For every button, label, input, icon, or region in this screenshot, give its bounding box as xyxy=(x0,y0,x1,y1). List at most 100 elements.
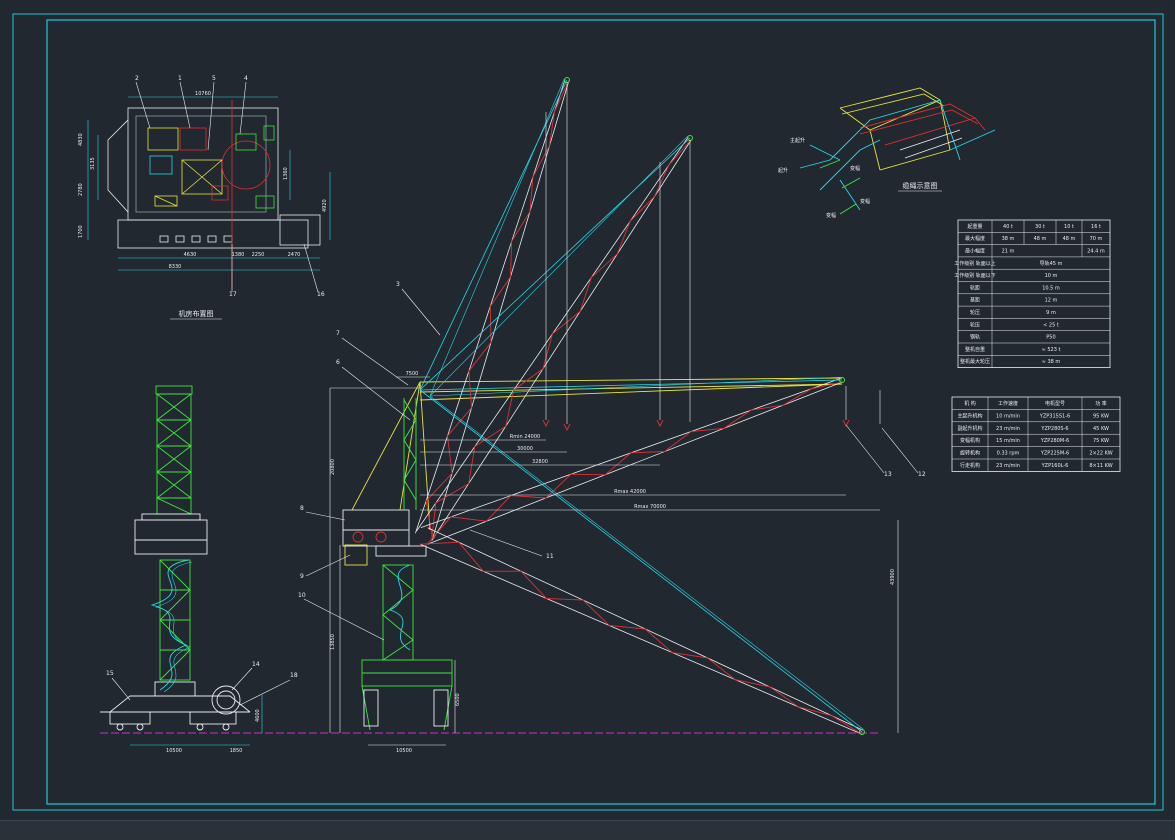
mech-table-cell: 功 率 xyxy=(1095,400,1107,407)
spec-table-cell: 导轨45 m xyxy=(1040,260,1063,267)
front-dim-height-right: 43900 xyxy=(890,569,896,585)
status-bar xyxy=(0,820,1175,840)
spec-table-cell: 最小幅度 xyxy=(965,248,985,255)
mech-table-cell: 10 m/min xyxy=(996,413,1020,419)
plan-dim-left-4: 1700 xyxy=(78,225,84,238)
mech-table-cell: 变幅机构 xyxy=(960,437,980,444)
spec-table-cell: 轮压 xyxy=(970,321,980,328)
callout-2: 2 xyxy=(135,75,139,82)
side-dim-gauge: 10500 xyxy=(166,748,182,754)
spec-table-cell: 最大幅度 xyxy=(965,235,985,242)
mech-table-cell: 15 m/min xyxy=(996,438,1020,444)
spec-table-cell: 轨距 xyxy=(970,284,980,291)
callout-11: 11 xyxy=(546,553,554,560)
mech-table-cell: 0.33 rpm xyxy=(997,451,1020,457)
spec-table-cell: 10 m xyxy=(1045,273,1058,279)
spec-table-cell: 30 t xyxy=(1035,224,1045,230)
machine-room-plan xyxy=(87,81,331,293)
spec-table-cell: 基距 xyxy=(970,297,980,304)
spec-table-cell: 48 m xyxy=(1063,236,1076,242)
mech-table-cell: 8×11 KW xyxy=(1089,463,1112,469)
plan-dim-right-2: 1360 xyxy=(283,167,289,180)
mech-table-cell: 75 KW xyxy=(1093,438,1109,444)
spec-table-cell: 21 m xyxy=(1002,249,1015,255)
callout-7: 7 xyxy=(336,330,340,337)
mech-table-cell: YZP280S-6 xyxy=(1040,426,1068,432)
plan-dim-left-1: 4830 xyxy=(78,133,84,146)
spec-table-cell: 工作级别 轨面以下 xyxy=(954,272,996,279)
callout-4: 4 xyxy=(244,75,248,82)
front-dim-gauge: 10500 xyxy=(396,748,412,754)
plan-dim-left-2: 3135 xyxy=(90,157,96,170)
front-dim-r-mid1: 30000 xyxy=(517,446,533,452)
mech-table-cell: 2×22 KW xyxy=(1089,451,1112,457)
mech-table-cell: YZP315S1-6 xyxy=(1039,413,1070,419)
front-elevation xyxy=(329,77,899,746)
spec-table-cell: 48 m xyxy=(1034,236,1047,242)
spec-table-cell: 40 t xyxy=(1003,224,1013,230)
front-dim-rmax: Rmax 70000 xyxy=(634,504,666,510)
spec-table: 起重量 40 t 30 t 10 t 16 t 最大幅度 38 m 48 m 48 m 70 m 最… xyxy=(954,219,1111,369)
callout-16: 16 xyxy=(317,291,325,298)
plan-dim-bottom-mid: 1380 xyxy=(232,252,245,258)
callout-10: 10 xyxy=(298,592,306,599)
callout-3: 3 xyxy=(396,281,400,288)
front-dim-leg: 6500 xyxy=(455,693,461,706)
side-dim-offset: 1850 xyxy=(230,748,243,754)
callout-1: 1 xyxy=(178,75,182,82)
boom-2 xyxy=(416,135,693,542)
callout-15: 15 xyxy=(106,670,114,677)
spec-table-cell: 10.5 m xyxy=(1042,285,1060,291)
spec-table-cell: 38 m xyxy=(1002,236,1015,242)
callout-13: 13 xyxy=(884,471,892,478)
mech-table-cell: YZP160L-6 xyxy=(1041,463,1069,469)
plan-dim-bottom-left: 4630 xyxy=(184,252,197,258)
side-dim-height: 4600 xyxy=(255,709,261,722)
inner-frame xyxy=(46,19,1156,805)
mech-table-cell: 主起升机构 xyxy=(957,412,982,419)
mech-table-cell: 行走机构 xyxy=(960,462,980,469)
rigging-label-hoist: 起升 xyxy=(778,167,788,174)
front-dim-r-mid2: 32800 xyxy=(532,459,548,465)
rigging-label-luffing-1: 变幅 xyxy=(826,212,836,219)
mech-table-cell: 23 m/min xyxy=(996,426,1020,432)
machine-room-title: 机房布置图 xyxy=(179,309,214,318)
mech-table-cell: 45 KW xyxy=(1093,426,1109,432)
mech-table-cell: 副起升机构 xyxy=(957,425,982,432)
callout-9: 9 xyxy=(300,573,304,580)
spec-table-cell: 起重量 xyxy=(967,223,982,230)
spec-table-cell: 70 m xyxy=(1090,236,1103,242)
rigging-label-main-hoist: 主起升 xyxy=(790,137,805,144)
front-dim-rmin: Rmin 24000 xyxy=(510,434,540,440)
mech-table-cell: 工作速度 xyxy=(998,400,1018,407)
rigging-schematic xyxy=(799,87,996,215)
crane-drawing-canvas[interactable]: 10760 8330 4630 1380 2250 2470 4830 3135… xyxy=(0,0,1175,820)
front-dim-height-lower: 13850 xyxy=(330,634,336,650)
front-dim-top: 7500 xyxy=(406,371,419,377)
spec-table-cell: 12 m xyxy=(1045,298,1058,304)
spec-table-cell: 9 m xyxy=(1046,310,1056,316)
mech-table-cell: 机 构 xyxy=(964,400,976,407)
spec-table-cell: 工作级别 轨面以上 xyxy=(954,260,996,267)
spec-table-cell: 24.4 m xyxy=(1087,249,1105,255)
front-dim-r-mid3: Rmax 42000 xyxy=(614,489,646,495)
mech-table-cell: 95 KW xyxy=(1093,413,1109,419)
plan-dim-left-3: 2780 xyxy=(78,183,84,196)
spec-table-cell: 钢轨 xyxy=(970,334,980,341)
plan-dim-top: 10760 xyxy=(195,91,211,97)
side-elevation xyxy=(100,385,880,746)
rigging-label-luffing-3: 变幅 xyxy=(850,165,860,172)
spec-table-cell: 10 t xyxy=(1064,224,1074,230)
spec-table-cell: P50 xyxy=(1046,335,1055,341)
spec-table-cell: 16 t xyxy=(1091,224,1101,230)
front-dim-height-upper: 20800 xyxy=(330,459,336,475)
side-leaders xyxy=(111,667,291,706)
plan-dim-right-1: 4920 xyxy=(322,199,328,212)
spec-table-cell: 整机最大轮压 xyxy=(960,358,990,365)
boom-3 xyxy=(419,376,845,545)
rigging-title: 缆绳示意图 xyxy=(903,181,938,190)
callout-12: 12 xyxy=(918,471,926,478)
mech-table-cell: YZP225M-6 xyxy=(1040,451,1069,457)
